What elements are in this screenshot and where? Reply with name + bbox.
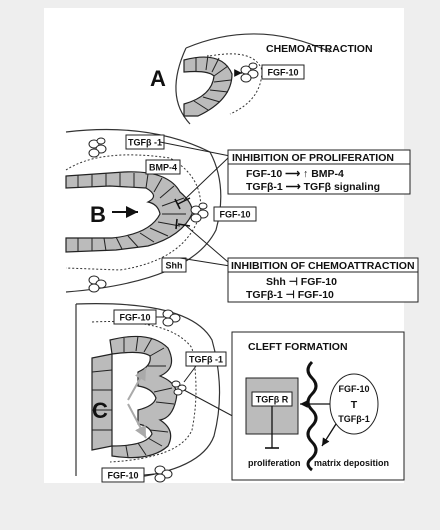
panel-c-boundary xyxy=(75,303,221,481)
panel-a-letter: A xyxy=(150,66,166,91)
inhibition-chemoattraction-heading: INHIBITION OF CHEMOATTRACTION xyxy=(231,260,415,272)
panel-b-bmp4-box xyxy=(145,159,181,175)
panel-a-boundary-left xyxy=(175,47,191,125)
panel-b-letter: B xyxy=(90,202,106,227)
proliferation-line-1: FGF-10 ⟶ ↑ BMP-4 xyxy=(246,168,344,180)
panel-b-shh-box xyxy=(161,257,187,273)
chemo-line-2: TGFβ-1 ⊣ FGF-10 xyxy=(246,289,334,301)
proliferation-label: proliferation xyxy=(248,458,301,468)
panel-c-tgf-box xyxy=(185,351,227,367)
inhibition-proliferation-heading: INHIBITION OF PROLIFERATION xyxy=(232,152,394,164)
panel-b-tgf-label: TGFβ -1 xyxy=(128,138,162,148)
oval-tgf-label: TGFβ-1 xyxy=(338,414,370,424)
panel-b-fgf10-box xyxy=(213,206,257,222)
panel-b-fgf10-label: FGF-10 xyxy=(219,210,250,220)
panel-c-mesenchyme-cells xyxy=(154,309,187,483)
panel-b-mesenchyme-cells xyxy=(88,137,209,293)
inhibition-chemoattraction-box xyxy=(227,257,419,303)
panel-c: FGF-10 TGFβ -1 FGF-10 C CLEFT FORMATION … xyxy=(75,303,405,483)
panel-a-fgf10-box xyxy=(261,64,305,80)
panel-a-dotted-line xyxy=(209,53,263,115)
matrix-wavy-line xyxy=(306,360,318,472)
cleft-formation-heading: CLEFT FORMATION xyxy=(248,341,348,353)
panel-a-epithelial-bud xyxy=(183,56,233,117)
panel-b-dotted-line xyxy=(65,154,202,271)
panel-b-epithelial-bud xyxy=(65,171,193,253)
panel-c-dotted-line xyxy=(91,321,197,463)
panel-a-fgf10-label: FGF-10 xyxy=(267,68,298,78)
panel-b-boundary xyxy=(65,128,222,293)
panel-b-shh-label: Shh xyxy=(166,261,183,271)
panel-b: TGFβ -1 BMP-4 Shh FGF-10 B INHIBITION OF… xyxy=(65,128,419,303)
chemo-line-1: Shh ⊣ FGF-10 xyxy=(266,276,337,288)
oval-fgf10-label: FGF-10 xyxy=(338,384,369,394)
panel-b-tgf-box xyxy=(125,134,165,150)
panel-c-epithelial-bud xyxy=(109,335,178,459)
panel-c-fgf10-bottom-label: FGF-10 xyxy=(107,471,138,481)
cleft-formation-inset: CLEFT FORMATION TGFβ R proliferation FGF… xyxy=(231,331,405,481)
matrix-deposition-label: matrix deposition xyxy=(314,458,389,468)
panel-a-mesenchyme-cells xyxy=(240,62,259,83)
panel-b-bmp4-label: BMP-4 xyxy=(149,163,177,173)
panel-a-boundary xyxy=(185,33,331,53)
panel-a-heading: CHEMOATTRACTION xyxy=(266,43,373,55)
tgf-receptor-label: TGFβ R xyxy=(256,395,289,405)
panel-c-fgf10-top-label: FGF-10 xyxy=(119,313,150,323)
proliferation-line-2: TGFβ-1 ⟶ TGFβ signaling xyxy=(246,181,380,193)
inhibition-proliferation-box xyxy=(227,149,411,195)
panel-a: FGF-10 A CHEMOATTRACTION xyxy=(150,33,373,125)
panel-c-letter: C xyxy=(92,398,108,423)
oval-t-label: T xyxy=(351,399,358,411)
panel-c-tgf-label: TGFβ -1 xyxy=(189,355,223,365)
